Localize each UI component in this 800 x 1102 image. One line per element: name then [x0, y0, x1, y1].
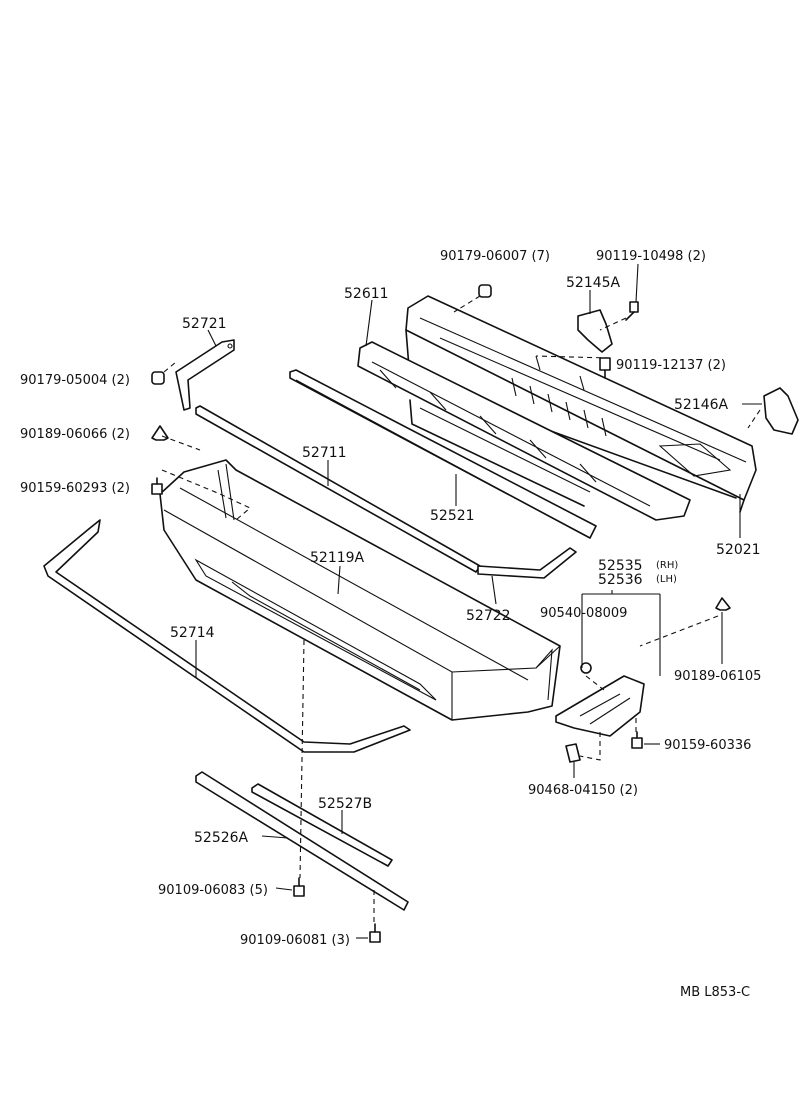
part-52722-side-molding [477, 547, 577, 579]
part-52714-lower-molding [43, 519, 411, 753]
label-52145A: 52145A [566, 275, 621, 291]
part-52145A-bracket [577, 309, 613, 353]
label-90189-06066: 90189-06066 (2) [20, 427, 130, 442]
label-52722: 52722 [466, 608, 511, 624]
part-52721-side-molding [175, 339, 235, 411]
label-52526A: 52526A [194, 830, 249, 846]
leader-lines [195, 263, 762, 939]
label-90159-60336: 90159-60336 [664, 738, 751, 753]
label-52536: 52536 [598, 572, 643, 588]
label-90468-04150: 90468-04150 (2) [528, 783, 638, 798]
footer-code: MB L853-C [680, 985, 750, 1000]
label-52146A: 52146A [674, 397, 729, 413]
label-90179-05004: 90179-05004 (2) [20, 373, 130, 388]
label-52119A: 52119A [310, 550, 365, 566]
part-52521-molding [289, 369, 597, 539]
label-90109-06083: 90109-06083 (5) [158, 883, 268, 898]
part-52527B-stay [251, 783, 393, 867]
label-52714: 52714 [170, 625, 215, 641]
part-52146A-bracket [763, 387, 799, 435]
label-52521: 52521 [430, 508, 475, 524]
label-90159-60293: 90159-60293 (2) [20, 481, 130, 496]
label-52535-side: (RH) [656, 560, 678, 571]
label-90119-10498: 90119-10498 (2) [596, 249, 706, 264]
label-52711: 52711 [302, 445, 347, 461]
fastener-clips [151, 284, 731, 943]
part-52611-absorber [357, 341, 691, 521]
label-52527B: 52527B [318, 796, 372, 812]
label-90179-06007: 90179-06007 (7) [440, 249, 550, 264]
label-90109-06081: 90109-06081 (3) [240, 933, 350, 948]
label-52021: 52021 [716, 542, 761, 558]
label-90540-08009: 90540-08009 [540, 606, 627, 621]
label-90189-06105: 90189-06105 [674, 669, 761, 684]
label-52611: 52611 [344, 286, 389, 302]
part-52021-reinforcement [405, 295, 757, 513]
label-52721: 52721 [182, 316, 227, 332]
part-52526A-stay [195, 771, 409, 911]
part-labels: 90179-06007 (7) 90119-10498 (2) 52145A 5… [20, 249, 761, 1000]
label-52535: 52535 [598, 558, 643, 574]
assembly-dash-lines [161, 295, 761, 922]
part-52119A-bumper-cover [159, 459, 561, 721]
label-90119-12137: 90119-12137 (2) [616, 358, 726, 373]
label-52536-side: (LH) [656, 574, 677, 585]
part-52535-side-bracket [555, 675, 645, 737]
